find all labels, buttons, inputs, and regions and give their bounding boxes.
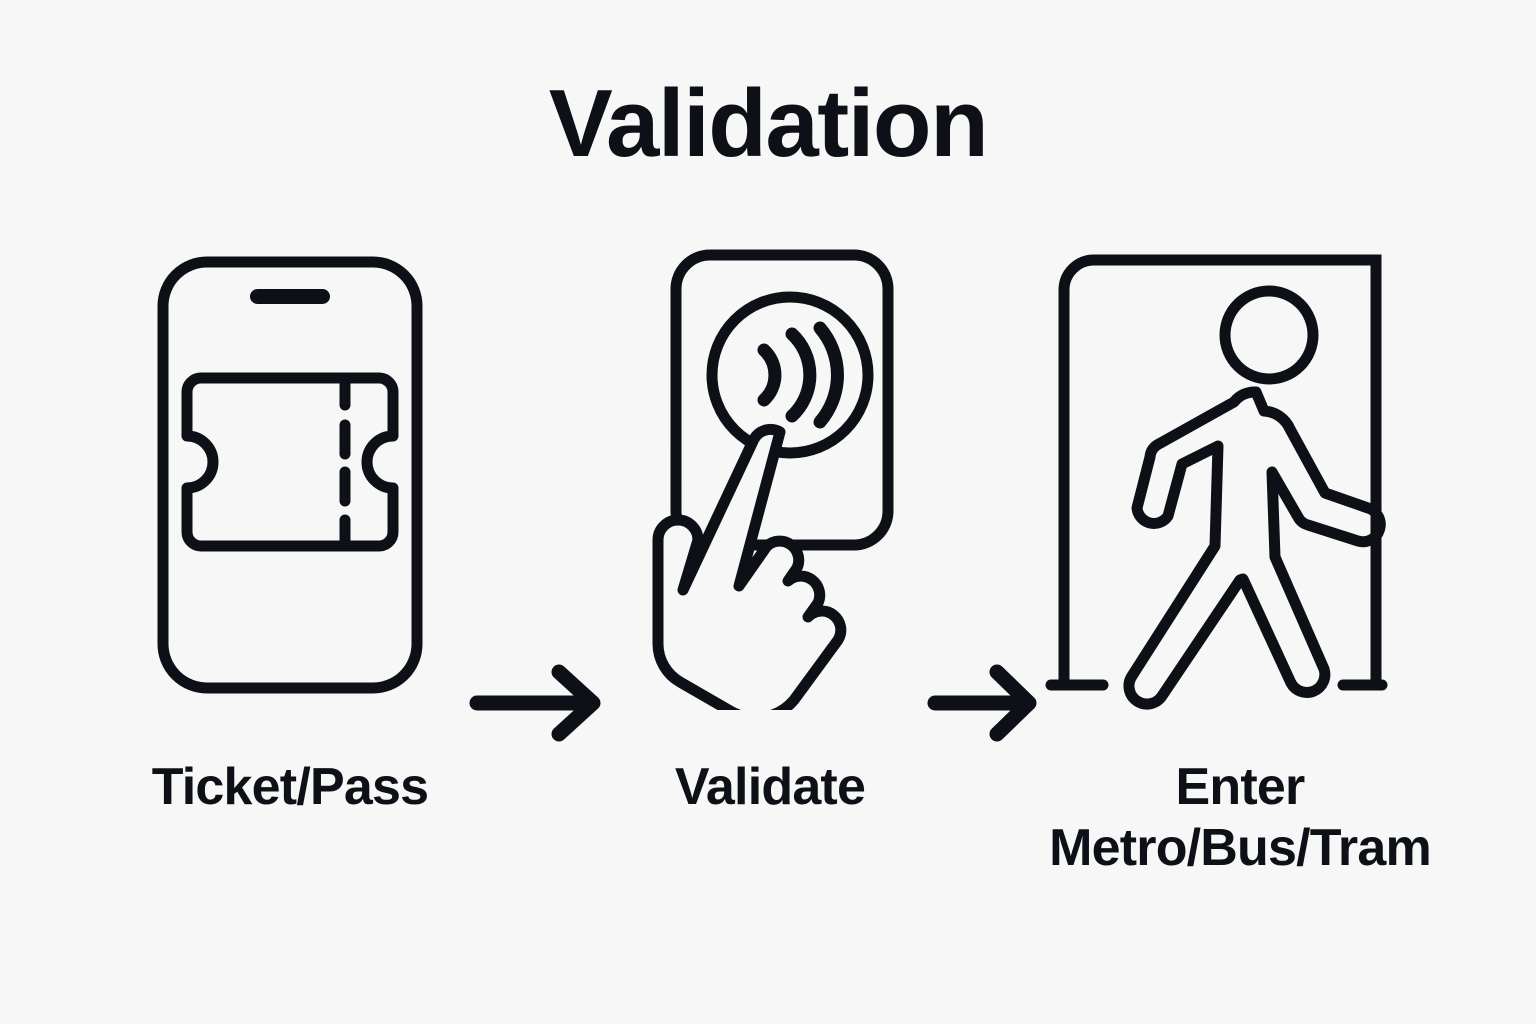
page-title: Validation (548, 70, 989, 177)
caption-ticket-pass: Ticket/Pass (90, 757, 490, 818)
caption-validate: Validate (630, 757, 910, 818)
caption-line: Enter (1175, 758, 1306, 816)
step-validate (640, 240, 910, 710)
caption-enter: Enter Metro/Bus/Tram (1000, 757, 1480, 880)
step-ticket-pass (140, 240, 440, 710)
step-enter (1045, 240, 1395, 710)
contactless-validator-hand-icon (652, 249, 894, 710)
smartphone-ticket-icon (157, 256, 423, 694)
pedestrian-gate-icon (1045, 254, 1388, 710)
process-flow (0, 240, 1536, 742)
caption-line: Validate (674, 758, 866, 816)
caption-line: Metro/Bus/Tram (1049, 819, 1432, 878)
caption-line: Ticket/Pass (151, 758, 429, 816)
arrow-right-icon-1 (465, 658, 615, 748)
arrow-right-icon-2 (925, 658, 1050, 748)
